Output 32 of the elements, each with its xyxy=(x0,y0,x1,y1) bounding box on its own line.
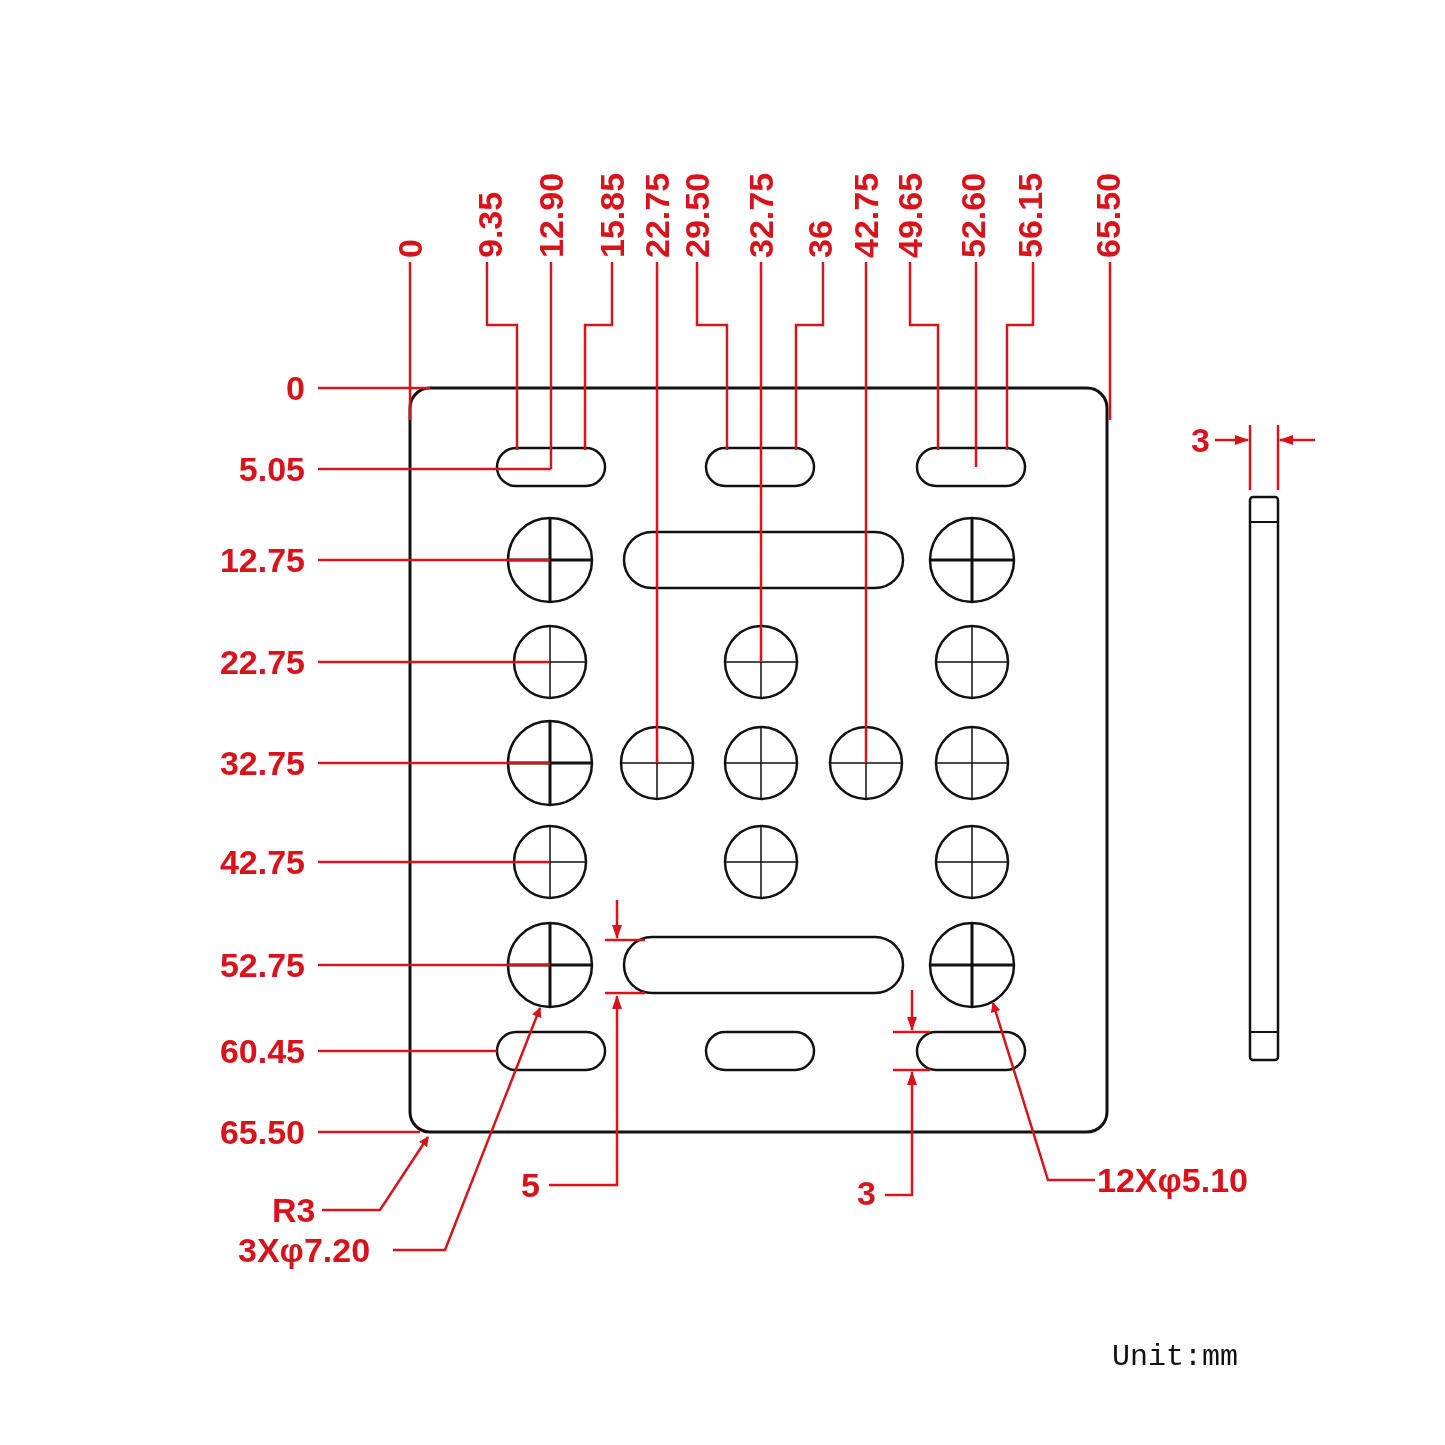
dimension-value: 49.65 xyxy=(893,172,927,258)
dimension-value: 42.75 xyxy=(219,845,305,879)
dimension-value: 5.05 xyxy=(238,452,305,486)
dimension-value: 12.75 xyxy=(219,543,305,577)
dimension-value: 42.75 xyxy=(849,172,883,258)
dimension-value: 5 xyxy=(521,1168,540,1202)
dimension-value: 3 xyxy=(857,1176,876,1210)
dimension-value: 22.75 xyxy=(640,172,674,258)
dimension-value: 65.50 xyxy=(1091,172,1125,258)
dimension-value: 36 xyxy=(803,220,837,258)
dimension-value: 32.75 xyxy=(219,746,305,780)
leader-line xyxy=(322,1136,430,1212)
dimension-value: 65.50 xyxy=(219,1115,305,1149)
dimension-value: 0 xyxy=(286,371,305,405)
dimension-value: 12.90 xyxy=(534,172,568,258)
dimension-value: 56.15 xyxy=(1013,172,1047,258)
dimension-value: 0 xyxy=(393,239,427,258)
leader-label: 12Xφ5.10 xyxy=(1097,1163,1248,1197)
dimension-value: 22.75 xyxy=(219,645,305,679)
dimension-value: 32.75 xyxy=(744,172,778,258)
dimension-value: 15.85 xyxy=(595,172,629,258)
dimension-value: 52.60 xyxy=(956,172,990,258)
dimension-value: 60.45 xyxy=(219,1034,305,1068)
dimension-value: 9.35 xyxy=(473,191,507,258)
leader-label: R3 xyxy=(272,1193,316,1227)
dimension-value: 3 xyxy=(1191,423,1210,457)
dimension-value: 52.75 xyxy=(219,948,305,982)
dimension-value: 29.50 xyxy=(680,172,714,258)
unit-note: Unit:mm xyxy=(1112,1342,1239,1372)
leader-label: 3Xφ7.20 xyxy=(238,1233,371,1267)
leader-line xyxy=(393,1007,542,1252)
leader-line xyxy=(990,1002,1095,1182)
